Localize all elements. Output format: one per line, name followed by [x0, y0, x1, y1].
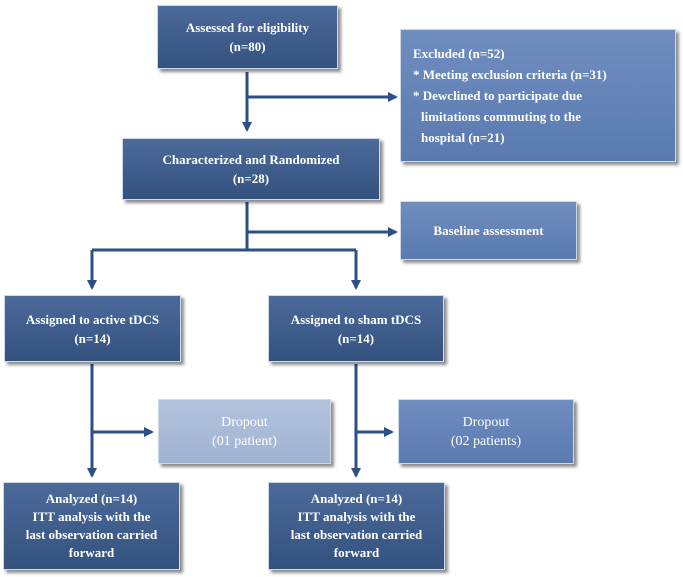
analyzed-sham-line2: ITT analysis with the [297, 509, 416, 524]
excluded-reason-declined-cont: limitations commuting to the [421, 109, 581, 124]
analyzed-active-title: Analyzed (n=14) [45, 491, 138, 506]
analyzed-active-line4: forward [68, 545, 115, 560]
dropout-active-title: Dropout [221, 414, 268, 430]
excluded-reason-criteria: * Meeting exclusion criteria (n=31) [413, 67, 607, 82]
analyzed-sham-line3: last observation carried [290, 527, 423, 542]
analyzed-sham-line4: forward [333, 545, 380, 560]
analyzed-sham-box: Analyzed (n=14) ITT analysis with the la… [268, 482, 445, 570]
dropout-sham-title: Dropout [462, 414, 510, 430]
analyzed-active-line3: last observation carried [25, 527, 158, 542]
sham-tdcs-box: Assigned to sham tDCS (n=14) [268, 295, 444, 362]
baseline-title: Baseline assessment [433, 223, 544, 238]
assessed-title: Assessed for eligibility [185, 20, 310, 35]
excluded-title: Excluded (n=52) [413, 46, 505, 61]
active-tdcs-title: Assigned to active tDCS [25, 311, 160, 327]
analyzed-sham-title: Analyzed (n=14) [310, 491, 403, 506]
excluded-box: Excluded (n=52) * Meeting exclusion crit… [400, 29, 676, 162]
dropout-sham-count: (02 patients) [450, 433, 522, 449]
baseline-box: Baseline assessment [400, 201, 577, 260]
randomized-count: (n=28) [232, 171, 270, 186]
randomized-box: Characterized and Randomized (n=28) [122, 138, 380, 200]
assessed-count: (n=80) [229, 39, 266, 54]
dropout-active-box: Dropout (01 patient) [158, 399, 331, 464]
excluded-reason-declined: * Dewclined to participate due [413, 88, 582, 103]
analyzed-active-line2: ITT analysis with the [32, 509, 151, 524]
assessed-box: Assessed for eligibility (n=80) [157, 5, 338, 69]
excluded-reason-declined-end: hospital (n=21) [421, 130, 505, 145]
dropout-active-count: (01 patient) [212, 433, 277, 449]
analyzed-active-box: Analyzed (n=14) ITT analysis with the la… [3, 482, 180, 570]
sham-tdcs-title: Assigned to sham tDCS [290, 311, 422, 327]
sham-tdcs-count: (n=14) [337, 330, 375, 346]
active-tdcs-box: Assigned to active tDCS (n=14) [4, 295, 181, 362]
randomized-title: Characterized and Randomized [162, 152, 340, 167]
active-tdcs-count: (n=14) [74, 330, 111, 346]
dropout-sham-box: Dropout (02 patients) [398, 399, 574, 464]
